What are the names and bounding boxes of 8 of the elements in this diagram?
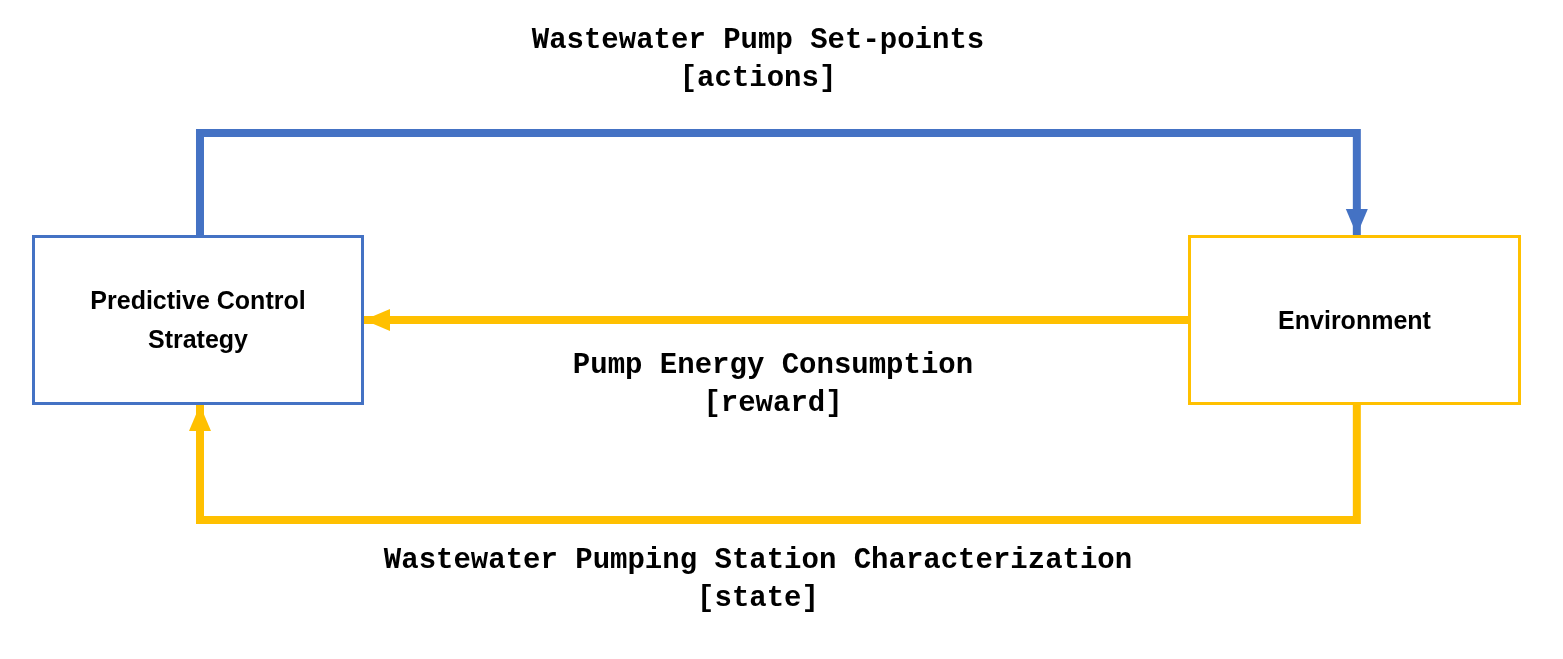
arrow <box>364 309 1188 331</box>
edge-label: Wastewater Pump Set-points [actions] <box>530 23 986 97</box>
edge-label: Wastewater Pumping Station Characterization [state] <box>382 543 1134 617</box>
arrow <box>189 405 1361 524</box>
arrow <box>196 129 1368 235</box>
process-box: Environment <box>1188 235 1521 405</box>
edge-label: Pump Energy Consumption [reward] <box>571 348 975 422</box>
process-box: Predictive Control Strategy <box>32 235 364 405</box>
